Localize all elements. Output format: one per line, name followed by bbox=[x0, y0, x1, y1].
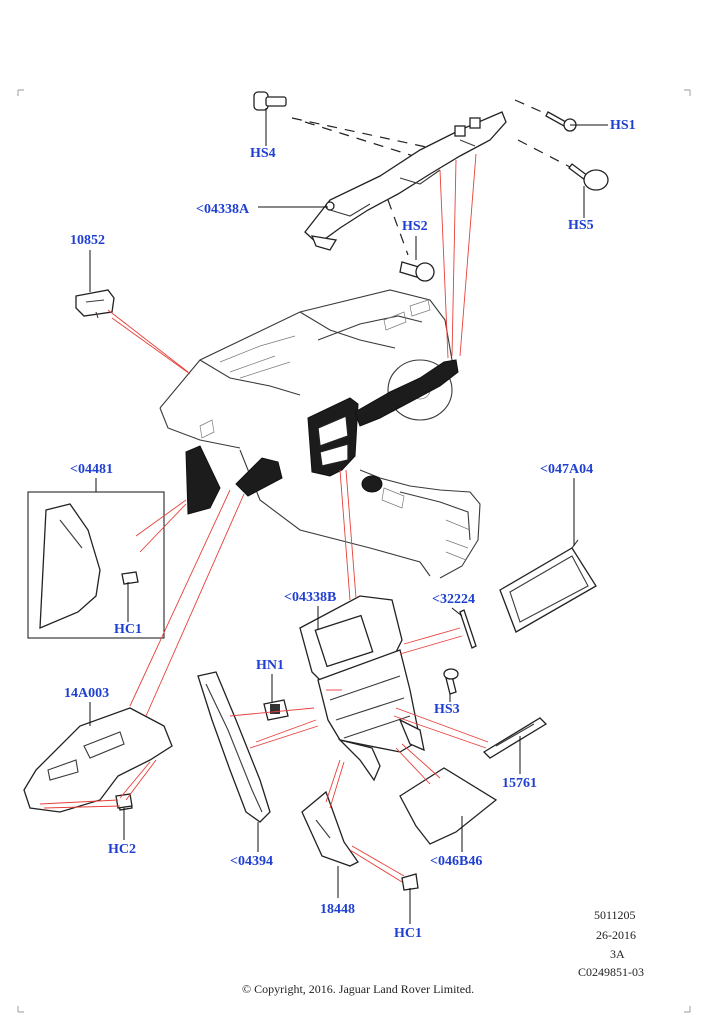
clip-10852[interactable] bbox=[75, 289, 115, 319]
callout-18448[interactable]: 18448 bbox=[320, 902, 355, 917]
crossbar-bracket-04338a[interactable] bbox=[304, 111, 507, 251]
callout-hs1[interactable]: HS1 bbox=[610, 118, 636, 133]
copyright-notice: © Copyright, 2016. Jaguar Land Rover Lim… bbox=[242, 982, 475, 996]
leader-lines bbox=[89, 108, 608, 924]
callout-04481[interactable]: <04481 bbox=[70, 462, 113, 477]
screw-hs5[interactable] bbox=[568, 163, 609, 191]
callout-046b46[interactable]: <046B46 bbox=[430, 854, 483, 869]
screw-hs3[interactable] bbox=[443, 668, 459, 695]
callout-14a003[interactable]: 14A003 bbox=[64, 686, 110, 701]
mat-046b46[interactable] bbox=[399, 767, 498, 845]
meta-line-4: C0249851-03 bbox=[578, 965, 644, 979]
callout-hn1[interactable]: HN1 bbox=[256, 658, 284, 673]
centre-bracket-04338b[interactable] bbox=[299, 595, 425, 782]
screw-hs1[interactable] bbox=[545, 111, 577, 132]
panel-14a003[interactable] bbox=[23, 707, 173, 813]
callout-10852[interactable]: 10852 bbox=[70, 233, 105, 248]
bolt-hs4[interactable] bbox=[253, 91, 287, 111]
callout-047a04[interactable]: <047A04 bbox=[540, 462, 594, 477]
callout-hs2[interactable]: HS2 bbox=[402, 219, 428, 234]
trim-strip-04394[interactable] bbox=[197, 671, 271, 823]
trim-panel-047a04[interactable] bbox=[499, 539, 597, 633]
inset-box-04481 bbox=[27, 491, 165, 639]
callout-hs3[interactable]: HS3 bbox=[434, 702, 460, 717]
corner-marks bbox=[17, 89, 691, 1013]
bolt-hs2[interactable] bbox=[399, 261, 435, 282]
meta-line-3: 3A bbox=[610, 947, 625, 961]
callout-32224[interactable]: <32224 bbox=[432, 592, 475, 607]
callout-04338b[interactable]: <04338B bbox=[284, 590, 337, 605]
callout-hs4[interactable]: HS4 bbox=[250, 146, 276, 161]
callout-hs5[interactable]: HS5 bbox=[568, 218, 594, 233]
callout-hc2[interactable]: HC2 bbox=[108, 842, 136, 857]
callout-hc1-left[interactable]: HC1 bbox=[114, 622, 142, 637]
callout-04394[interactable]: <04394 bbox=[230, 854, 273, 869]
meta-line-2: 26-2016 bbox=[596, 928, 636, 942]
callout-04338a[interactable]: <04338A bbox=[196, 202, 250, 217]
strip-15761[interactable] bbox=[482, 717, 548, 759]
rod-32224[interactable] bbox=[459, 609, 477, 649]
nut-hn1[interactable] bbox=[263, 699, 289, 721]
callout-15761[interactable]: 15761 bbox=[502, 776, 537, 791]
panel-18448[interactable] bbox=[301, 790, 359, 867]
clip-hc1-bottom[interactable] bbox=[401, 873, 419, 891]
meta-line-1: 5011205 bbox=[594, 908, 636, 922]
dashboard-assembly bbox=[159, 289, 481, 579]
callout-hc1-bottom[interactable]: HC1 bbox=[394, 926, 422, 941]
association-lines bbox=[39, 153, 489, 883]
